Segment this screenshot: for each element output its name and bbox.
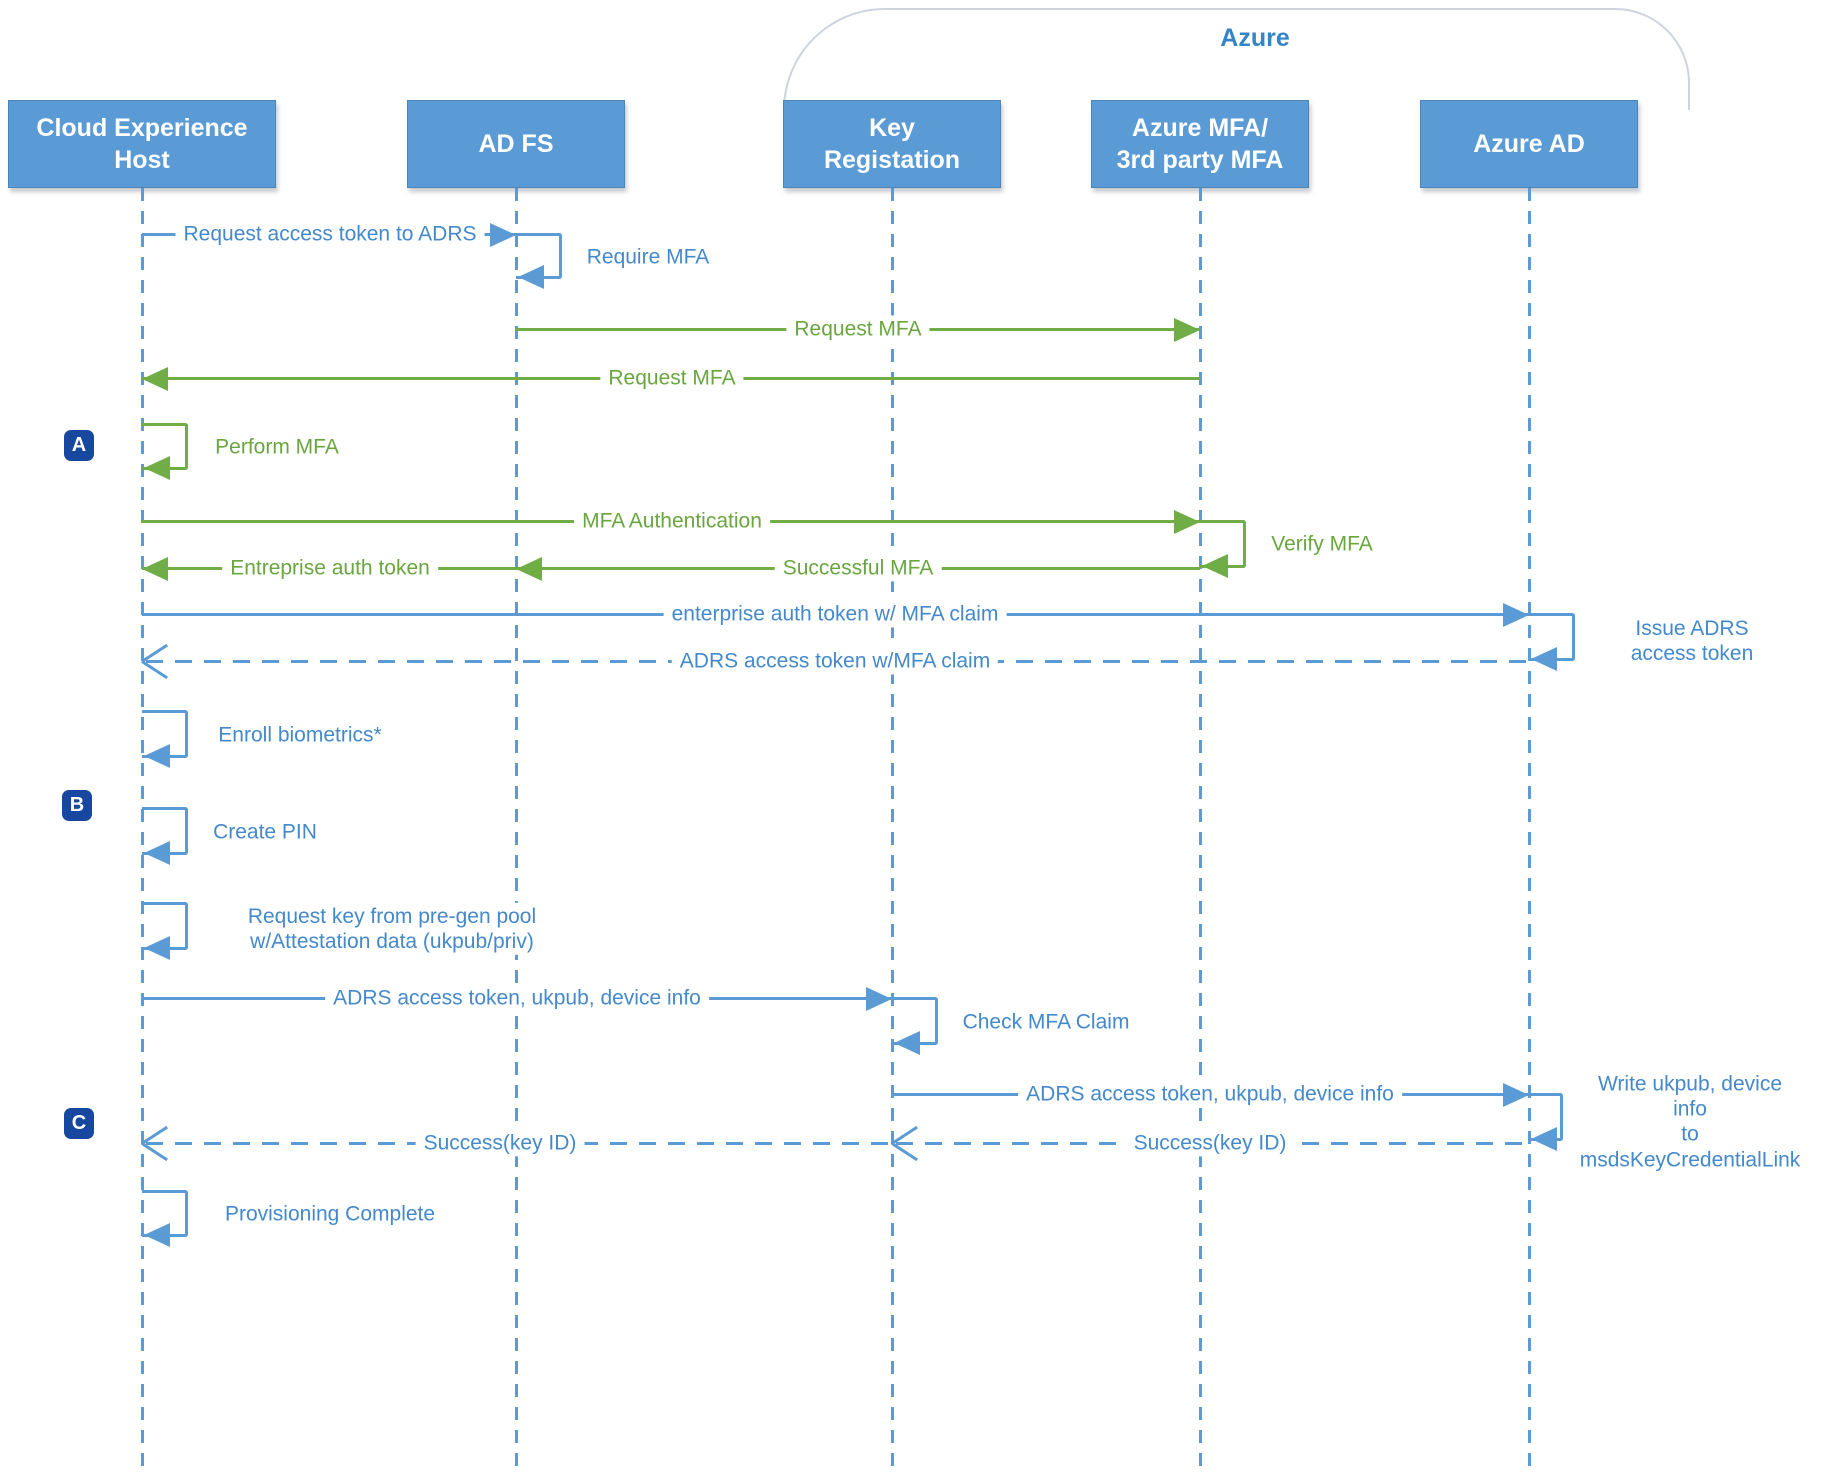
- label-request-access-token: Request access token to ADRS: [175, 220, 485, 248]
- badge-step-b: B: [62, 790, 92, 821]
- arrowhead-successful-mfa: [516, 557, 542, 581]
- label-write-ukpub: Write ukpub, device info to msdsKeyCrede…: [1571, 1070, 1809, 1174]
- lifeline-azure-ad: [1527, 188, 1531, 1476]
- arrowhead-mfa-authentication: [1174, 510, 1200, 534]
- label-success-key-id-2: Success(key ID): [415, 1129, 585, 1157]
- label-successful-mfa: Successful MFA: [774, 554, 942, 582]
- label-request-mfa-1: Request MFA: [786, 315, 930, 343]
- label-adrs-ukpub-device-2: ADRS access token, ukpub, device info: [1018, 1080, 1402, 1108]
- label-entreprise-auth-token: Entreprise auth token: [222, 554, 438, 582]
- label-enroll-biometrics: Enroll biometrics*: [210, 721, 390, 749]
- arrowhead-perform-mfa: [144, 456, 170, 480]
- label-mfa-authentication: MFA Authentication: [574, 507, 770, 535]
- actor-azure-ad: Azure AD: [1420, 100, 1638, 188]
- azure-group-label: Azure: [1220, 24, 1290, 52]
- arrowhead-issue-adrs-token: [1531, 647, 1557, 671]
- label-adrs-access-token-claim: ADRS access token w/MFA claim: [671, 647, 999, 675]
- actor-key-registration: Key Registation: [783, 100, 1001, 188]
- lifeline-ad-fs: [514, 188, 518, 1476]
- label-provisioning-complete: Provisioning Complete: [216, 1200, 444, 1228]
- arrowhead-verify-mfa: [1202, 554, 1228, 578]
- label-verify-mfa: Verify MFA: [1263, 530, 1381, 558]
- label-enterprise-auth-token-claim: enterprise auth token w/ MFA claim: [663, 600, 1007, 628]
- arrowhead-require-mfa: [518, 265, 544, 289]
- arrowhead-request-access-token: [490, 223, 516, 247]
- arrowhead-adrs-ukpub-device-1: [866, 987, 892, 1011]
- arrowhead-enroll-biometrics: [144, 744, 170, 768]
- label-require-mfa: Require MFA: [578, 243, 718, 271]
- badge-step-a: A: [64, 430, 94, 461]
- arrowhead-enterprise-auth-token-claim: [1503, 603, 1529, 627]
- label-request-key: Request key from pre-gen pool w/Attestat…: [239, 902, 545, 956]
- lifeline-cloud-experience-host: [140, 188, 144, 1476]
- arrowhead-adrs-ukpub-device-2: [1503, 1083, 1529, 1107]
- arrowhead-provisioning-complete: [144, 1223, 170, 1247]
- label-create-pin: Create PIN: [205, 818, 325, 846]
- arrowhead-check-mfa-claim: [894, 1031, 920, 1055]
- label-issue-adrs-token: Issue ADRS access token: [1619, 614, 1765, 668]
- arrowhead-create-pin: [144, 841, 170, 865]
- arrowhead-entreprise-auth-token: [142, 557, 168, 581]
- arrowhead-request-key: [144, 936, 170, 960]
- label-adrs-ukpub-device-1: ADRS access token, ukpub, device info: [325, 984, 709, 1012]
- lifeline-key-registration: [890, 188, 894, 1476]
- actor-cloud-experience-host: Cloud Experience Host: [8, 100, 276, 188]
- arrowhead-request-mfa-to-azure-mfa: [1174, 318, 1200, 342]
- actor-ad-fs: AD FS: [407, 100, 625, 188]
- label-request-mfa-2: Request MFA: [600, 364, 744, 392]
- arrowhead-write-ukpub: [1531, 1127, 1557, 1151]
- arrowhead-request-mfa-to-ceh: [142, 367, 168, 391]
- label-perform-mfa: Perform MFA: [207, 433, 347, 461]
- label-success-key-id-1: Success(key ID): [1125, 1129, 1295, 1157]
- badge-step-c: C: [64, 1108, 94, 1139]
- actor-azure-mfa: Azure MFA/ 3rd party MFA: [1091, 100, 1309, 188]
- label-check-mfa-claim: Check MFA Claim: [954, 1008, 1138, 1036]
- lifeline-azure-mfa: [1198, 188, 1202, 1476]
